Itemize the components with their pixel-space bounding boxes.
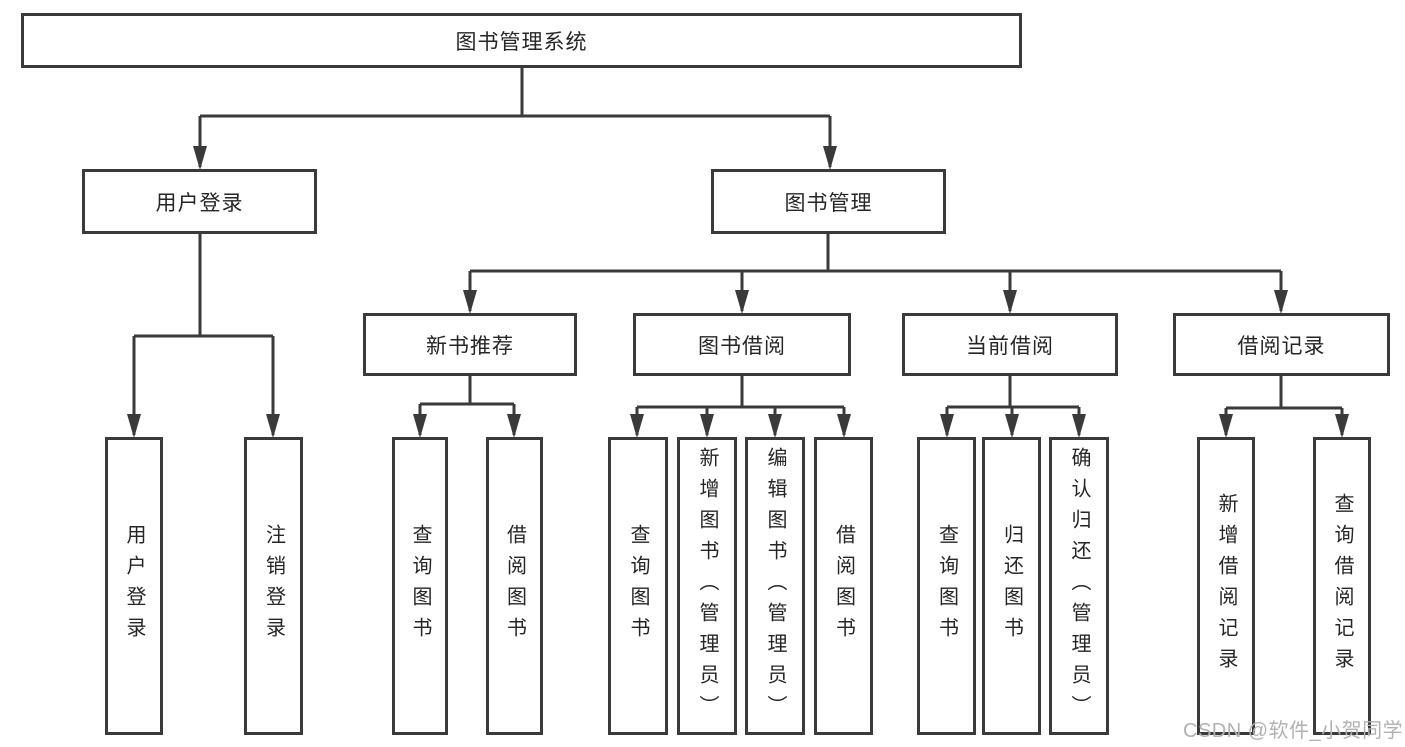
- node-user-login: 用户登录: [82, 169, 317, 234]
- leaf-cb-query-book: 查询图书: [917, 437, 976, 735]
- node-book-management-label: 图书管理: [784, 191, 873, 215]
- node-current-borrowing: 当前借阅: [902, 313, 1118, 376]
- leaf-cb-confirm-return-label: 确认归还（管理员）: [1068, 446, 1090, 726]
- node-root-label: 图书管理系统: [455, 30, 588, 54]
- leaf-bb-edit-book: 编辑图书（管理员）: [745, 437, 805, 735]
- leaf-bb-add-book: 新增图书（管理员）: [677, 437, 737, 735]
- connector-user-login-split: [134, 234, 273, 338]
- node-book-borrowing-label: 图书借阅: [698, 334, 786, 358]
- node-new-book-recommend: 新书推荐: [363, 313, 577, 376]
- leaf-cb-return-book: 归还图书: [982, 437, 1041, 735]
- node-root: 图书管理系统: [21, 13, 1022, 68]
- connector-borrowing-records-split: [1226, 376, 1342, 410]
- leaf-rec-borrow-book-label: 借阅图书: [503, 524, 526, 648]
- leaf-logout-label: 注销登录: [262, 524, 285, 648]
- csdn-watermark: CSDN @软件_小贺同学: [1183, 720, 1404, 742]
- leaf-br-query-record-label: 查询借阅记录: [1331, 493, 1353, 679]
- leaf-br-add-record: 新增借阅记录: [1197, 437, 1255, 735]
- connector-book-management-split: [470, 234, 1281, 273]
- leaf-cb-return-book-label: 归还图书: [1000, 524, 1023, 648]
- leaf-bb-borrow-book: 借阅图书: [814, 437, 873, 735]
- leaf-bb-add-book-label: 新增图书（管理员）: [696, 446, 718, 726]
- leaf-user-login: 用户登录: [105, 437, 163, 735]
- leaf-cb-query-book-label: 查询图书: [935, 524, 958, 648]
- leaf-rec-query-book: 查询图书: [392, 437, 448, 735]
- connector-current-borrowing-split: [947, 376, 1079, 409]
- leaf-br-add-record-label: 新增借阅记录: [1215, 493, 1237, 679]
- connector-root-split: [200, 68, 830, 118]
- node-user-login-label: 用户登录: [155, 191, 244, 215]
- leaf-bb-edit-book-label: 编辑图书（管理员）: [764, 446, 786, 726]
- leaf-user-login-label: 用户登录: [123, 524, 145, 648]
- leaf-br-query-record: 查询借阅记录: [1313, 437, 1371, 735]
- leaf-logout: 注销登录: [244, 437, 303, 735]
- node-new-book-recommend-label: 新书推荐: [426, 334, 514, 358]
- leaf-bb-query-book-label: 查询图书: [627, 524, 649, 648]
- node-borrowing-records: 借阅记录: [1173, 313, 1390, 376]
- node-current-borrowing-label: 当前借阅: [966, 334, 1054, 358]
- leaf-bb-borrow-book-label: 借阅图书: [832, 524, 855, 648]
- connector-book-borrowing-split: [637, 376, 844, 409]
- leaf-bb-query-book: 查询图书: [608, 437, 668, 735]
- node-book-management: 图书管理: [711, 169, 946, 234]
- leaf-rec-borrow-book: 借阅图书: [486, 437, 543, 735]
- leaf-rec-query-book-label: 查询图书: [409, 524, 431, 648]
- node-book-borrowing: 图书借阅: [633, 313, 851, 376]
- leaf-cb-confirm-return: 确认归还（管理员）: [1049, 437, 1109, 735]
- connector-new-book-split: [420, 376, 514, 406]
- node-borrowing-records-label: 借阅记录: [1237, 334, 1326, 358]
